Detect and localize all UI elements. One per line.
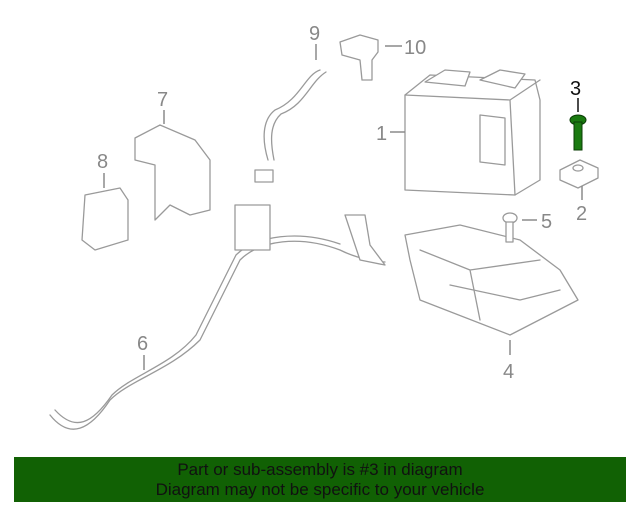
callout-2: 2 bbox=[576, 203, 587, 225]
part-4-battery-tray[interactable] bbox=[404, 224, 579, 336]
banner-line-2: Diagram may not be specific to your vehi… bbox=[155, 480, 485, 499]
callout-6: 6 bbox=[137, 333, 148, 355]
callout-3: 3 bbox=[570, 78, 581, 100]
part-6-cable-harness[interactable] bbox=[49, 204, 386, 430]
callout-4: 4 bbox=[503, 361, 514, 383]
callout-1: 1 bbox=[376, 123, 387, 145]
part-7-cover[interactable] bbox=[134, 124, 211, 221]
info-banner: Part or sub-assembly is #3 in diagram Di… bbox=[14, 457, 626, 502]
callout-9: 9 bbox=[309, 23, 320, 45]
part-3-bolt[interactable] bbox=[569, 114, 587, 151]
callout-10: 10 bbox=[404, 37, 426, 59]
part-10-sensor[interactable] bbox=[339, 34, 379, 81]
banner-line-1: Part or sub-assembly is #3 in diagram bbox=[177, 460, 463, 479]
part-9-negative-cable[interactable] bbox=[254, 69, 327, 183]
part-2-hold-down[interactable] bbox=[559, 159, 599, 189]
callout-8: 8 bbox=[97, 151, 108, 173]
part-5-bolt[interactable] bbox=[502, 212, 518, 243]
callout-7: 7 bbox=[157, 89, 168, 111]
callout-5: 5 bbox=[541, 211, 552, 233]
part-1-battery[interactable] bbox=[404, 69, 541, 196]
part-8-fuse-block[interactable] bbox=[81, 187, 129, 251]
parts-diagram: 1 2 3 4 5 6 7 8 bbox=[49, 23, 599, 430]
